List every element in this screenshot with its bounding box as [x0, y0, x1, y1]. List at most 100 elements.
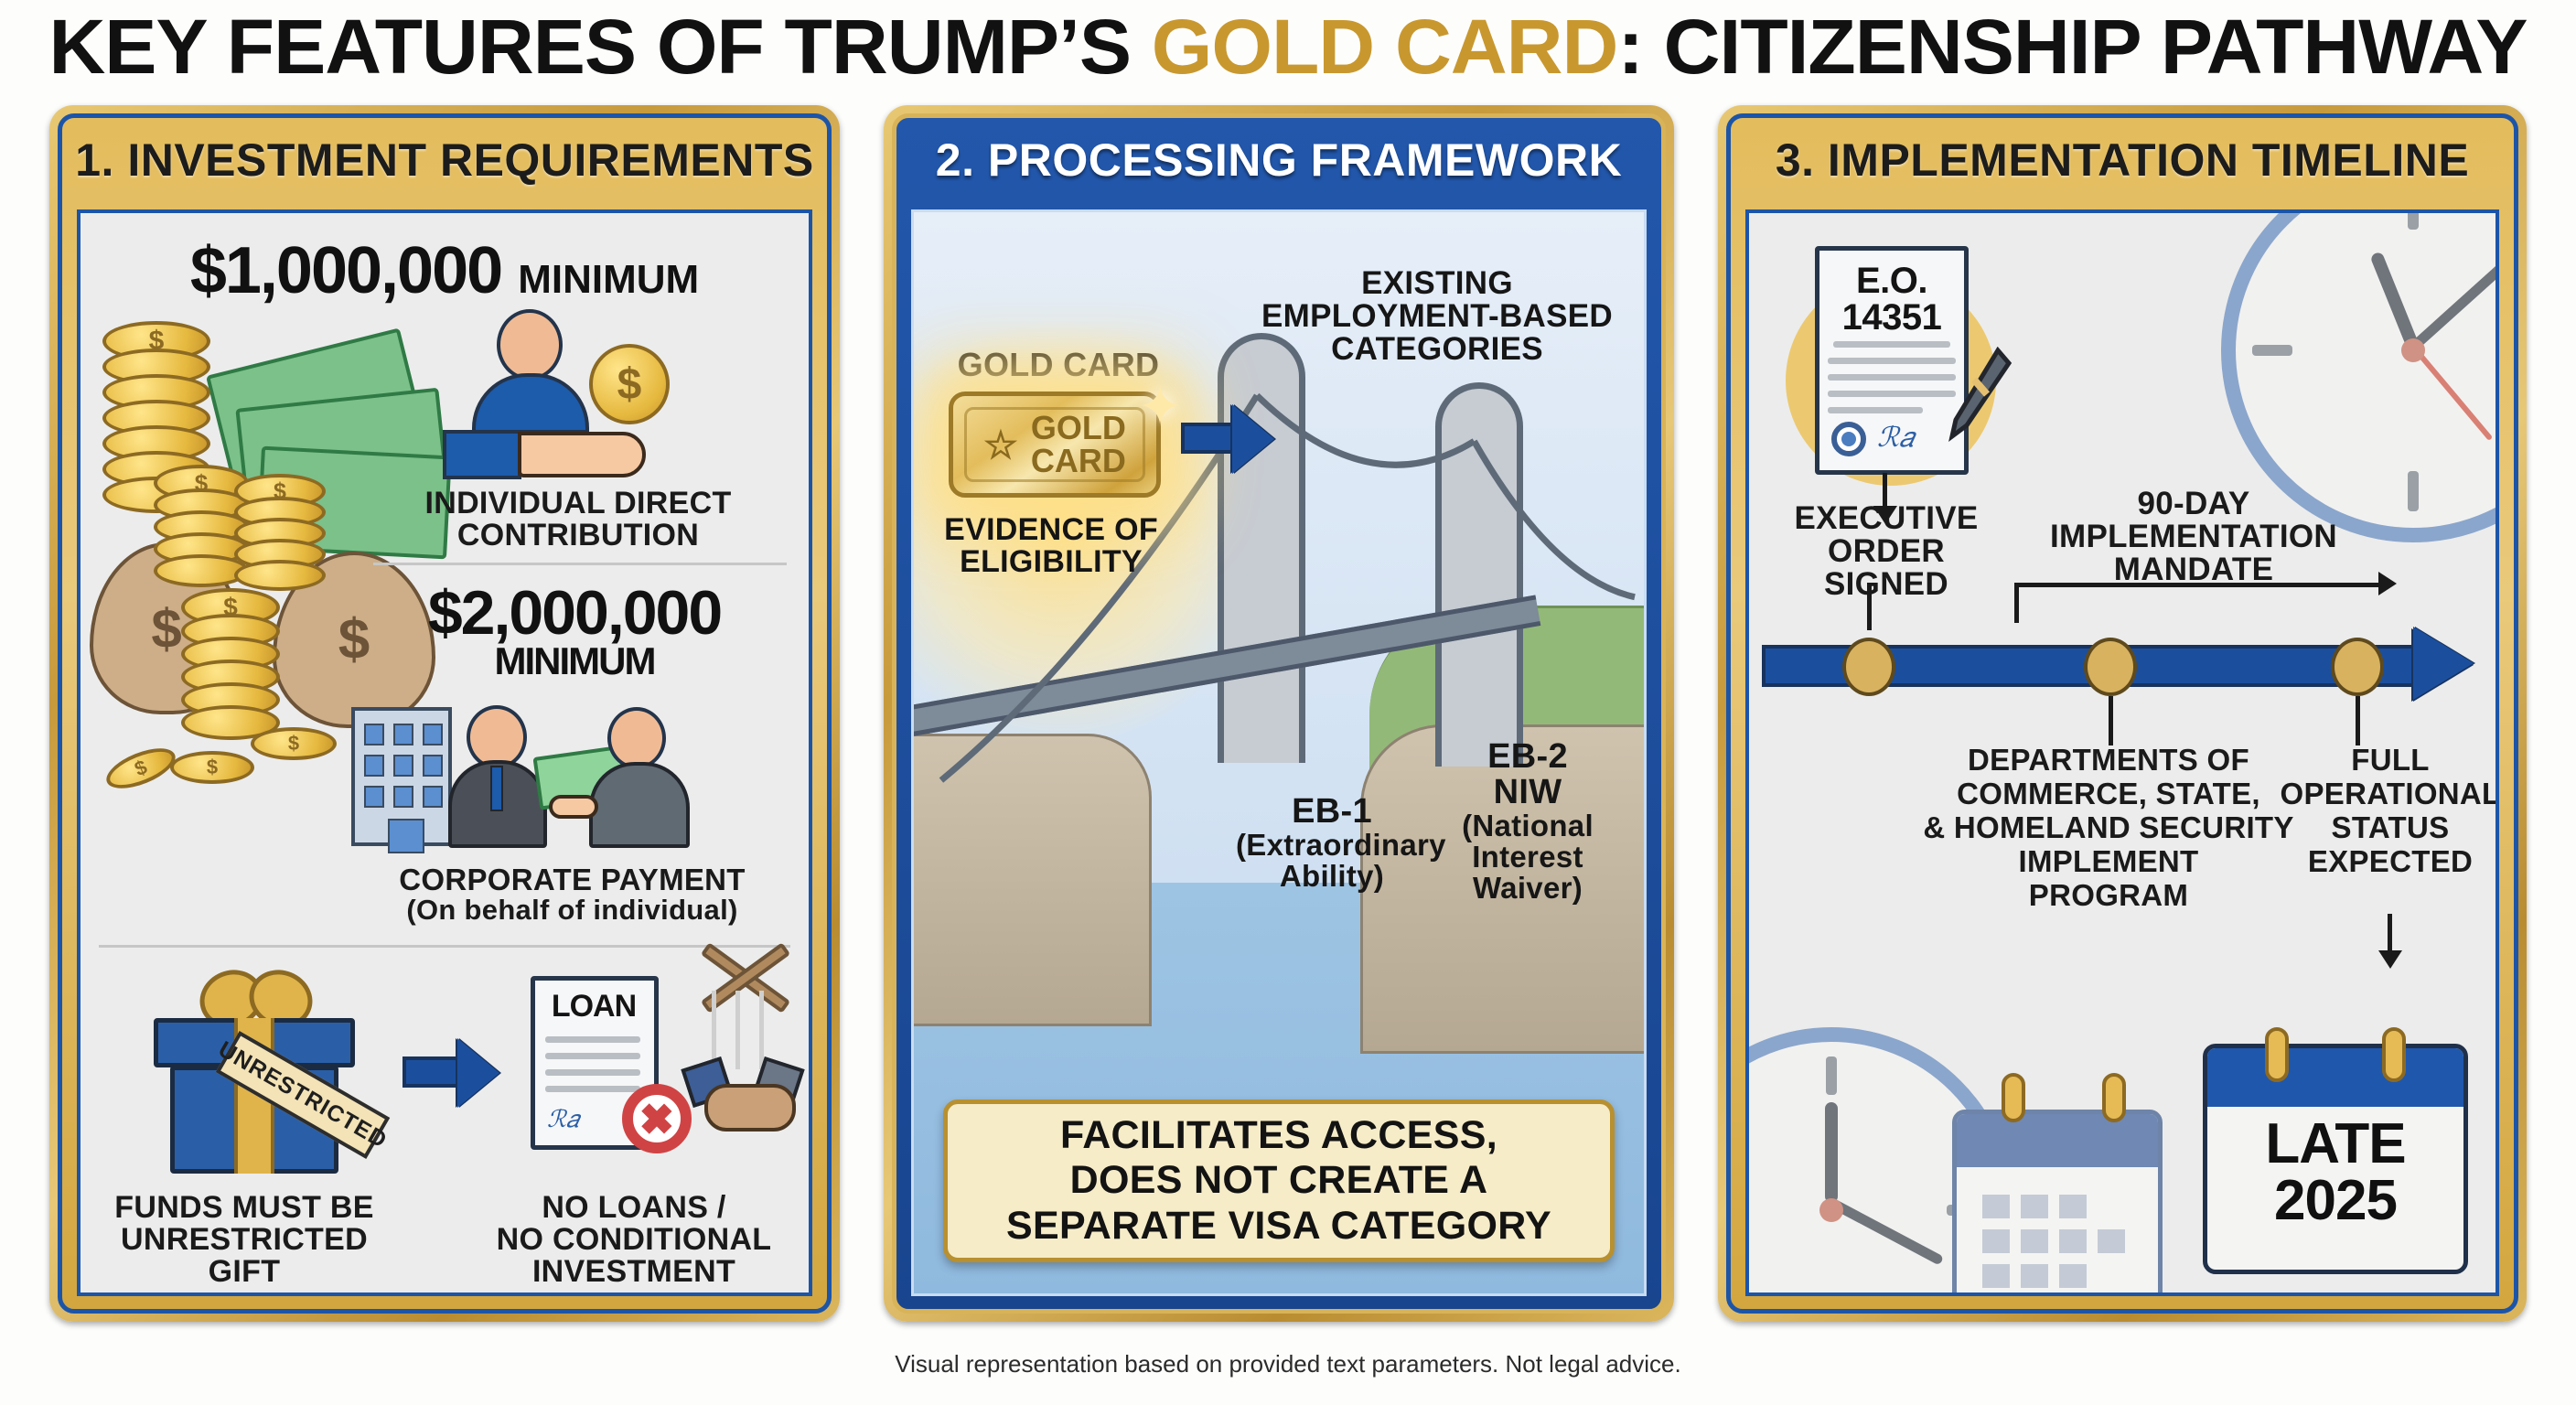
clock-hour-hand: [2369, 251, 2420, 349]
caption-no-loans: NO LOANS / NO CONDITIONAL INVESTMENT: [496, 1190, 772, 1290]
panel-1-canvas: $1,000,000 MINIMUM $ $ $ $: [77, 209, 812, 1296]
sparkle-icon: ✦: [1137, 376, 1184, 437]
gold-card-text-1: GOLD: [1030, 409, 1126, 446]
amount-2-value: $2,000,000: [427, 578, 723, 648]
connector-line-3: [2356, 696, 2360, 745]
no-loans-illustration: LOAN ℛ𝑎: [525, 942, 805, 1181]
title-highlight-gold-card: GOLD CARD: [1151, 4, 1619, 90]
panel-1-header: 1. INVESTMENT REQUIREMENTS: [75, 134, 814, 186]
coin-icon: $: [101, 740, 181, 797]
signature-icon: ℛ𝑎: [1877, 423, 1915, 453]
recipient-hand-icon: [549, 795, 598, 819]
calendar-down-arrow-icon: [2378, 950, 2402, 969]
necktie-icon: [490, 766, 503, 811]
amount-2-suffix: MINIMUM: [494, 639, 657, 682]
connector-line-calendar: [2388, 914, 2392, 954]
eo-line-2: 14351: [1841, 297, 1942, 338]
individual-contribution-illustration: $: [410, 309, 684, 483]
timeline-bar: [1749, 627, 2496, 700]
puppet-string-icon: [735, 991, 740, 1069]
recipient-head-icon: [607, 707, 666, 769]
mandate-bracket-top: [2014, 583, 2380, 587]
sleeve-cuff-icon: [443, 430, 521, 479]
coin-icon: $: [251, 727, 337, 760]
footer-disclaimer: Visual representation based on provided …: [895, 1350, 1681, 1378]
bridge-cables-icon: [939, 392, 1636, 783]
signature-icon: ℛ𝑎: [547, 1106, 579, 1132]
amount-1-suffix: MINIMUM: [518, 257, 700, 302]
calendar-ring-icon: [2102, 1073, 2126, 1122]
milestone-1-label: EXECUTIVE ORDER SIGNED: [1794, 500, 1979, 603]
timeline-milestone-dot-1[interactable]: [1842, 638, 1895, 696]
title-part-1: KEY FEATURES OF TRUMP’S: [48, 4, 1152, 90]
calendar-text-late: LATE: [2265, 1112, 2406, 1175]
eo-connector-line: [1883, 473, 1887, 509]
executive-order-illustration: E.O. 14351 ℛ𝑎: [1782, 233, 2038, 524]
person-body-icon: [472, 373, 589, 434]
clock2-hour-hand: [1825, 1102, 1838, 1203]
timeline-milestone-dot-3[interactable]: [2331, 638, 2384, 696]
corporate-payment-illustration: [346, 696, 703, 861]
gold-card-label: GOLD CARD: [957, 346, 1160, 383]
panel-3-canvas: E.O. 14351 ℛ𝑎 EXECUTIVE ORDER SIGNED: [1745, 209, 2499, 1296]
panel-2-canvas: GOLD CARD ☆ GOLD CARD ✦ EVIDENCE OF ELIG…: [911, 209, 1647, 1296]
person-head-icon: [497, 309, 563, 381]
milestone-3-label: FULL OPERATIONAL STATUS EXPECTED: [2280, 743, 2499, 878]
prohibited-icon: [622, 1084, 692, 1153]
timeline-milestone-dot-2[interactable]: [2084, 638, 2137, 696]
handshake-icon: [704, 1084, 796, 1132]
clock-second-hand: [2410, 345, 2494, 442]
clock2-minute-hand: [1829, 1198, 1945, 1266]
loan-document-label: LOAN: [551, 989, 637, 1024]
gold-card-text-2: CARD: [1030, 442, 1126, 479]
caption-corporate-payment: CORPORATE PAYMENT (On behalf of individu…: [399, 863, 746, 926]
gift-illustration: UNRESTRICTED: [128, 960, 393, 1181]
flow-arrow-icon: [1181, 402, 1291, 476]
eo-down-arrow-icon: [1873, 506, 1897, 524]
flow-arrow-icon: [402, 1036, 512, 1110]
divider: [99, 945, 790, 948]
callout-text: FACILITATES ACCESS, DOES NOT CREATE A SE…: [1006, 1113, 1551, 1248]
caption-existing-categories: EXISTING EMPLOYMENT-BASED CATEGORIES: [1261, 265, 1613, 368]
calendar-text-year: 2025: [2274, 1169, 2398, 1232]
panel-investment-requirements[interactable]: 1. INVESTMENT REQUIREMENTS $1,000,000 MI…: [49, 105, 840, 1322]
puppet-string-icon: [712, 991, 716, 1069]
mandate-bracket-left: [2014, 583, 2019, 623]
label-eb2-niw: EB-2 NIW (National Interest Waiver): [1462, 737, 1594, 906]
panel-implementation-timeline[interactable]: 3. IMPLEMENTATION TIMELINE E.O. 14351: [1718, 105, 2527, 1322]
title-part-2: : CITIZENSHIP PATHWAY: [1617, 4, 2528, 90]
connector-line-1: [1867, 583, 1872, 630]
star-icon: ☆: [983, 423, 1018, 467]
page-title: KEY FEATURES OF TRUMP’S GOLD CARD: CITIZ…: [0, 5, 2576, 88]
late-2025-calendar[interactable]: LATE 2025: [2203, 1044, 2468, 1274]
open-hand-icon: [518, 432, 646, 477]
cliff-right-icon: [1360, 724, 1644, 1054]
label-eb1: EB-1 (Extraordinary Ability): [1236, 792, 1446, 894]
eo-line-1: E.O.: [1855, 261, 1928, 301]
gold-card-graphic[interactable]: ☆ GOLD CARD: [949, 391, 1161, 498]
caption-evidence-of-eligibility: EVIDENCE OF ELIGIBILITY: [944, 512, 1158, 580]
callout-box: FACILITATES ACCESS, DOES NOT CREATE A SE…: [943, 1099, 1615, 1262]
pen-icon: [1948, 347, 2012, 443]
coin-icon: $: [170, 751, 254, 784]
amount-1-value: $1,000,000: [189, 234, 503, 307]
seal-icon: [1831, 422, 1866, 456]
coin-stack-icon: $: [234, 474, 326, 629]
panel-processing-framework[interactable]: 2. PROCESSING FRAMEWORK GOLD CARD ☆: [884, 105, 1674, 1322]
mandate-arrow-icon: [2378, 572, 2397, 595]
calendar-ring-icon: [2382, 1027, 2406, 1082]
recipient-body-icon: [589, 762, 690, 848]
divider: [373, 563, 787, 565]
timeline-arrow-head: [2413, 627, 2474, 700]
caption-individual-direct: INDIVIDUAL DIRECT CONTRIBUTION: [424, 486, 732, 553]
calendar-ring-icon: [2002, 1073, 2025, 1122]
panel-3-header: 3. IMPLEMENTATION TIMELINE: [1775, 134, 2470, 186]
caption-unrestricted-gift: FUNDS MUST BE UNRESTRICTED GIFT: [114, 1190, 374, 1290]
decorative-calendar-icon: [1952, 1110, 2163, 1292]
calendar-ring-icon: [2265, 1027, 2289, 1082]
mandate-label: 90-DAY IMPLEMENTATION MANDATE: [2050, 486, 2337, 588]
bridge-illustration: [914, 212, 1644, 1293]
panel-2-header: 2. PROCESSING FRAMEWORK: [935, 134, 1623, 186]
office-building-icon: [351, 707, 452, 853]
coin-stack-icon: $: [154, 465, 250, 629]
